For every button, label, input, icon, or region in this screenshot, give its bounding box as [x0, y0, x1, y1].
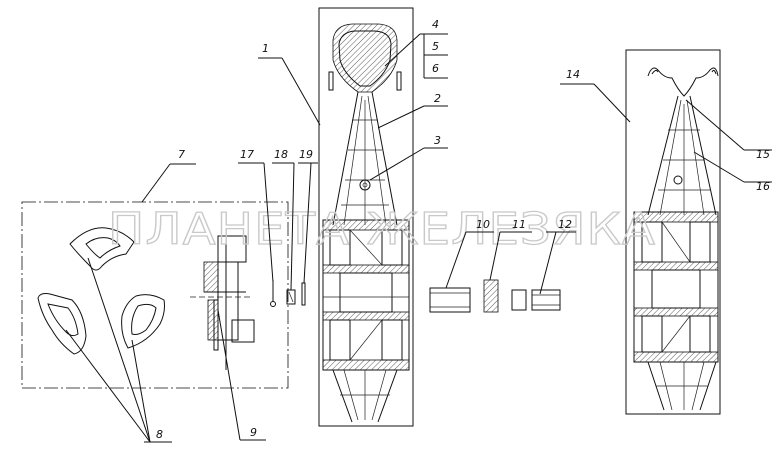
- rim-spokes-bottom: [332, 369, 398, 423]
- callout-12: 12: [558, 218, 572, 231]
- callout-labels: 1 2 3 4 5 6 7 8 9 10 11 12 14 15 16 17 1…: [156, 18, 770, 441]
- callout-16: 16: [756, 180, 770, 193]
- rim-spokes-top: [332, 91, 398, 226]
- center-hub: [322, 219, 410, 371]
- callout-3: 3: [434, 134, 441, 147]
- callout-6: 6: [432, 62, 439, 75]
- left-frame-assembly: [21, 201, 289, 389]
- right-spokes-top: [647, 95, 717, 216]
- tire-section-top: [332, 23, 398, 93]
- bushing-12a: [511, 289, 527, 311]
- cover-plate-right: [121, 294, 165, 349]
- left-frame-dashdot: [21, 201, 289, 389]
- leader-lines: [65, 33, 772, 443]
- ring-11: [483, 279, 499, 313]
- center-wheel-assembly: [318, 7, 414, 427]
- callout-9: 9: [250, 426, 257, 439]
- callout-19: 19: [299, 148, 313, 161]
- right-wheel-assembly: [625, 49, 721, 415]
- callout-4: 4: [432, 18, 439, 31]
- pin-19: [301, 282, 306, 306]
- rim-flange-top: [647, 67, 719, 97]
- bracket-part: [190, 228, 255, 370]
- callout-7: 7: [178, 148, 185, 161]
- callout-1: 1: [262, 42, 269, 55]
- callout-10: 10: [476, 218, 490, 231]
- callout-18: 18: [274, 148, 288, 161]
- cover-plate-left: [37, 293, 87, 355]
- right-hub: [633, 211, 719, 363]
- bushing-12b: [531, 289, 561, 311]
- callout-8: 8: [156, 428, 163, 441]
- callout-2: 2: [434, 92, 441, 105]
- callout-11: 11: [512, 218, 526, 231]
- bushing-10: [429, 287, 471, 313]
- watermark-text: ПЛАНЕТА ЖЕЛЕЗЯКА: [108, 204, 656, 255]
- callout-17: 17: [240, 148, 254, 161]
- callout-5: 5: [432, 40, 439, 53]
- valve-nut: [359, 179, 371, 191]
- cover-plate-top: [69, 227, 135, 271]
- center-wheel-frame: [318, 7, 414, 427]
- right-spokes-bottom: [647, 361, 717, 411]
- callout-14: 14: [566, 68, 580, 81]
- callout-15: 15: [756, 148, 770, 161]
- bushings: [429, 279, 561, 313]
- right-wheel-frame: [625, 49, 721, 415]
